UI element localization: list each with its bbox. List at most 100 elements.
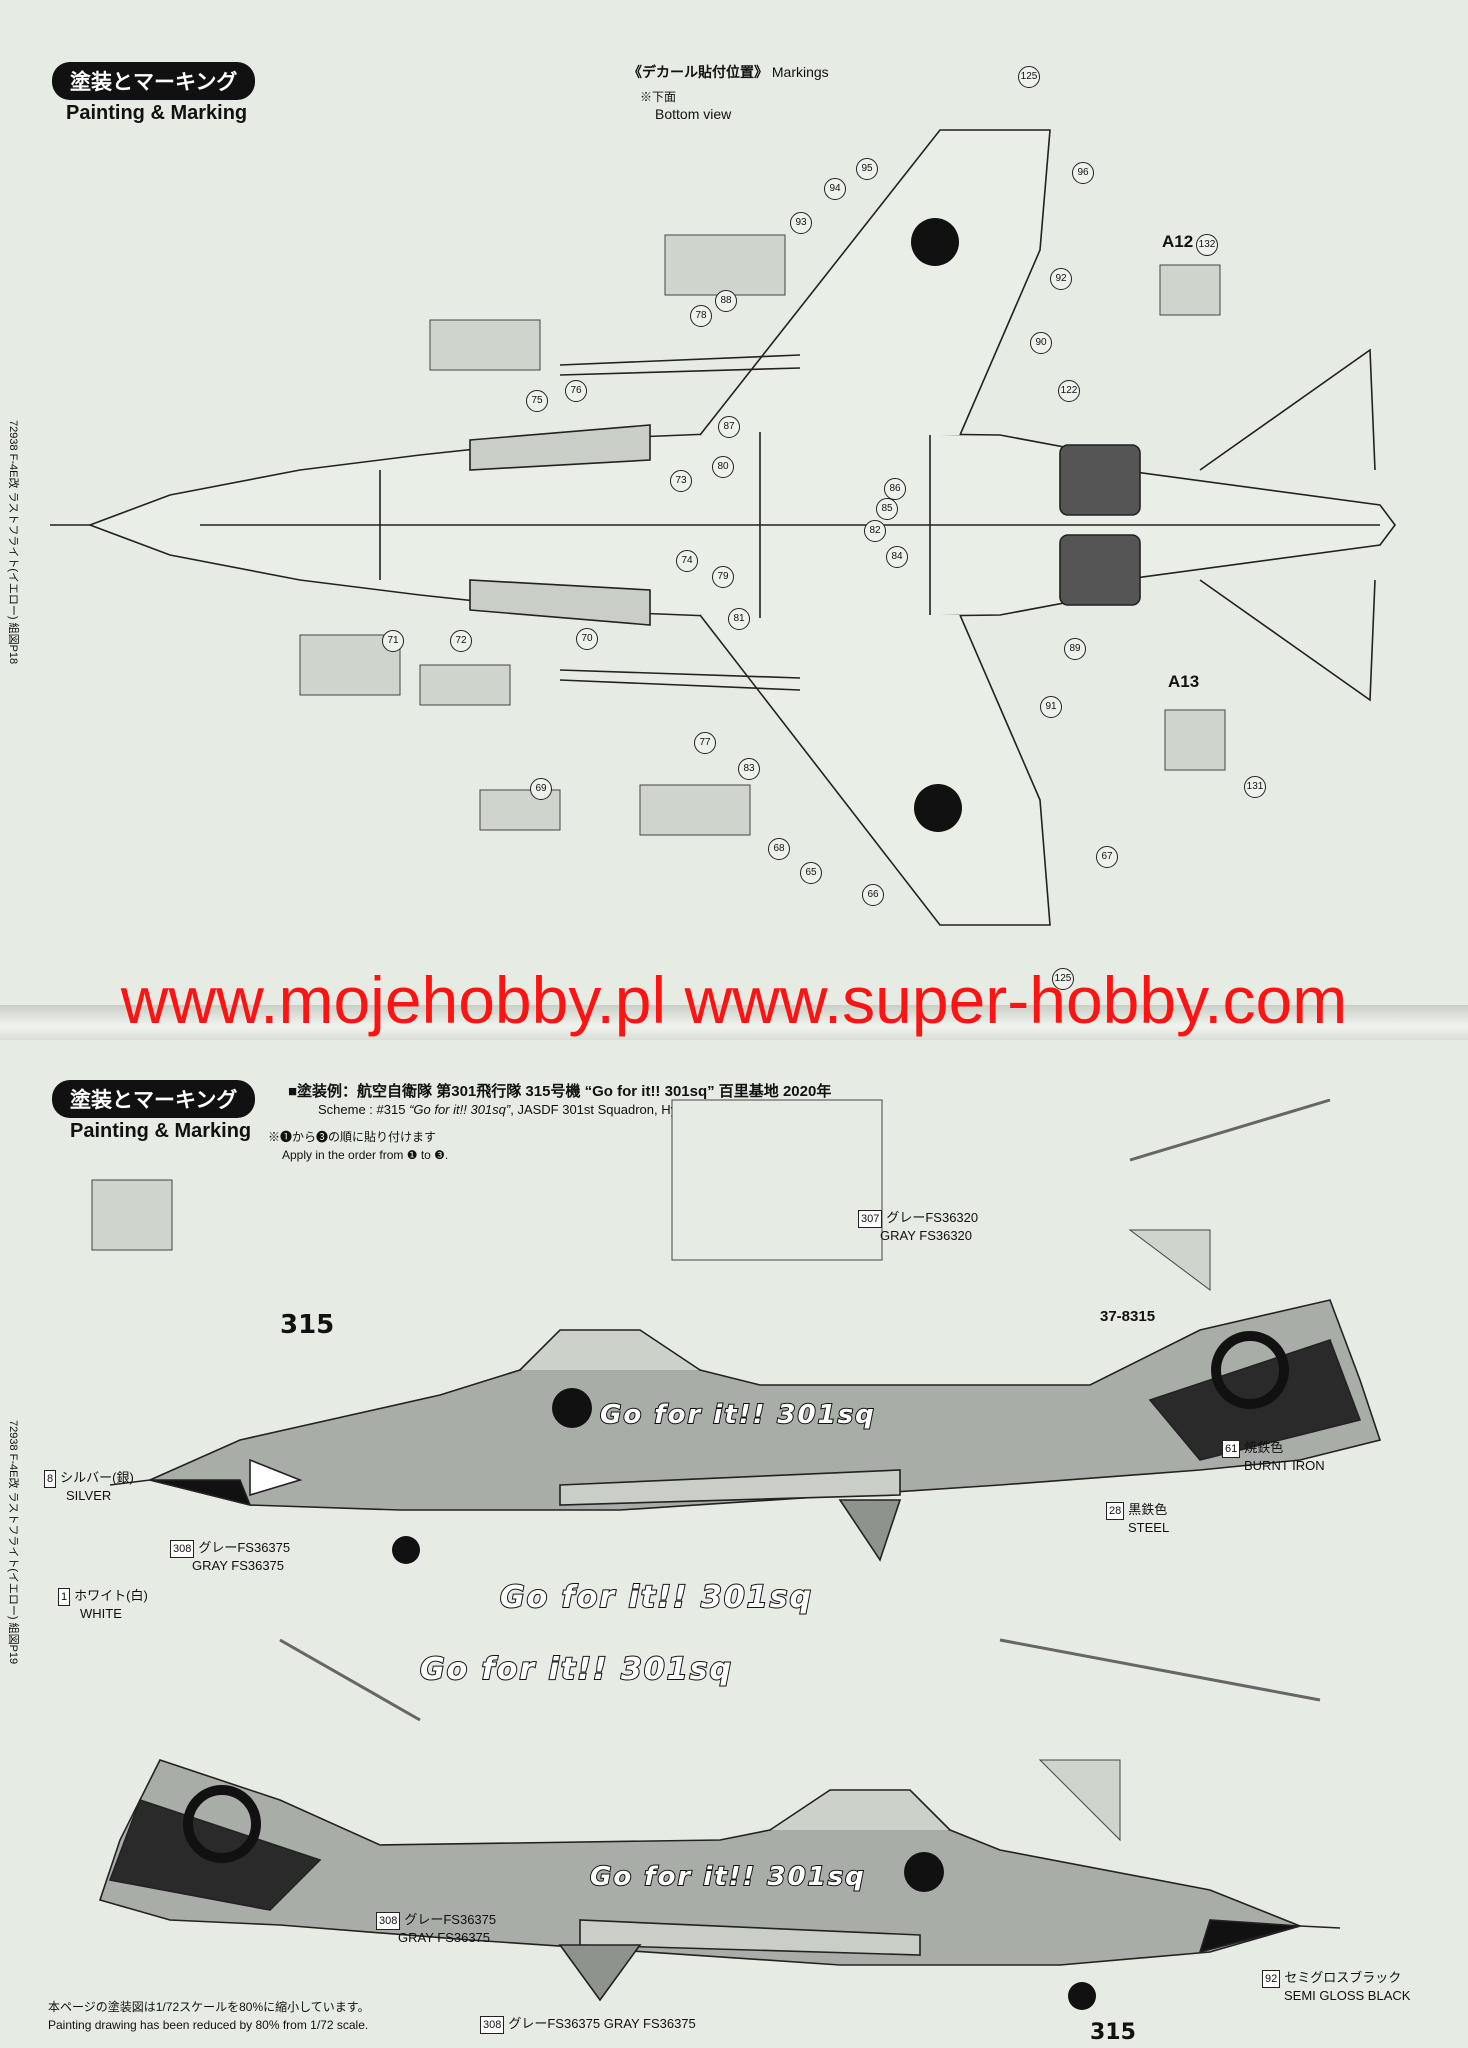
legend-ja: 黒鉄色 [1128, 1502, 1168, 1517]
scale-note-en: Painting drawing has been reduced by 80%… [48, 2018, 369, 2032]
legend-num: 1 [58, 1588, 71, 1606]
roundel-side-upper [552, 1388, 592, 1428]
callout-number: 73 [670, 470, 692, 492]
markings-title-en: Markings [771, 64, 829, 80]
callout-number: 66 [862, 884, 884, 906]
section-title-ja: 塗装とマーキング [52, 62, 256, 100]
callout-number: 70 [576, 628, 598, 650]
scheme-en-prefix: Scheme : #315 [318, 1102, 410, 1117]
legend-ja: グレーFS36375 [404, 1912, 497, 1927]
legend-num: 8 [44, 1470, 57, 1488]
roundel-lower [914, 784, 962, 832]
order-note-ja: ※❶から❸の順に貼り付けます [268, 1130, 437, 1144]
slogan-on-lower-fuselage: Go for it!! 301sq [589, 1861, 866, 1893]
legend-en: BURNT IRON [1244, 1458, 1325, 1473]
legend-ja: ホワイト(白) [74, 1588, 148, 1603]
callout-number: 131 [1244, 776, 1266, 798]
section-title-ja-2: 塗装とマーキング [52, 1080, 256, 1118]
page-fold [0, 1005, 1468, 1040]
legend-en: GRAY FS36375 [192, 1558, 285, 1573]
callout-number: 122 [1058, 380, 1080, 402]
watermark-text: www.mojehobby.pl www.super-hobby.com [120, 963, 1348, 1037]
callout-number: 91 [1040, 696, 1062, 718]
nose-number-decal: 315 [280, 1310, 335, 1340]
legend-en: GRAY FS36375 [603, 2016, 696, 2031]
markings-title: 《デカール貼付位置》 Markings [628, 62, 829, 82]
scheme-en-title: “Go for it!! 301sq” [409, 1102, 511, 1117]
serial-number: 37-8315 [1100, 1308, 1156, 1325]
legend-en: GRAY FS36375 [398, 1930, 491, 1945]
callout-number: 125 [1052, 968, 1074, 990]
callout-number: 85 [876, 498, 898, 520]
bottom-page: 塗装とマーキング Painting & Marking ■塗装例：航空自衛隊 第… [0, 1040, 1468, 2048]
tail-bird-emblem-lower [183, 1785, 261, 1863]
legend-ja: グレーFS36375 [508, 2016, 601, 2031]
legend-ja: グレーFS36320 [886, 1210, 979, 1225]
callout-number: 82 [864, 520, 886, 542]
scheme-line-ja: ■塗装例：航空自衛隊 第301飛行隊 315号機 “Go for it!! 30… [288, 1083, 832, 1100]
bottom-view-aircraft-drawing [50, 129, 1396, 926]
slogan-decal-2: Go for it!! 301sq [419, 1651, 733, 1688]
section-title-en-2: Painting & Marking [70, 1120, 252, 1142]
callout-number: 80 [712, 456, 734, 478]
callout-number: 74 [676, 550, 698, 572]
markings-title-ja: 《デカール貼付位置》 [628, 64, 768, 80]
callout-number: 95 [856, 158, 878, 180]
callout-number: 75 [526, 390, 548, 412]
slogan-decal-1: Go for it!! 301sq [499, 1579, 813, 1616]
legend-num: 308 [480, 2016, 505, 2034]
legend-en: WHITE [80, 1606, 122, 1621]
callout-number: 72 [450, 630, 472, 652]
legend-num: 61 [1222, 1440, 1241, 1458]
callout-number: 65 [800, 862, 822, 884]
view-note-ja: ※下面 [640, 90, 677, 104]
legend-num: 308 [376, 1912, 401, 1930]
callout-number: 76 [565, 380, 587, 402]
slogan-on-upper-fuselage: Go for it!! 301sq [599, 1399, 876, 1431]
callout-number: 87 [718, 416, 740, 438]
callout-number: 84 [886, 546, 908, 568]
callout-number: 81 [728, 608, 750, 630]
legend-num: 92 [1262, 1970, 1281, 1988]
callout-number: 78 [690, 305, 712, 327]
callout-number: 96 [1072, 162, 1094, 184]
callout-number: 94 [824, 178, 846, 200]
callout-number: 68 [768, 838, 790, 860]
legend-en: SILVER [66, 1488, 112, 1503]
scale-note-ja: 本ページの塗装図は1/72スケールを80%に縮小しています。 [48, 2000, 370, 2014]
tail-bird-emblem [1211, 1331, 1289, 1409]
callout-number: 67 [1096, 846, 1118, 868]
nose-number-decal-2: 315 [1090, 2020, 1136, 2045]
panel-label-a12: A12 [1162, 232, 1194, 251]
callout-number: 71 [382, 630, 404, 652]
roundel-side-lower [904, 1852, 944, 1892]
callout-number: 83 [738, 758, 760, 780]
callout-number: 92 [1050, 268, 1072, 290]
legend-ja: グレーFS36375 [198, 1540, 291, 1555]
top-page: 塗装とマーキング Painting & Marking 《デカール貼付位置》 M… [0, 0, 1468, 1005]
legend-ja: セミグロスブラック [1284, 1970, 1402, 1985]
callout-number: 90 [1030, 332, 1052, 354]
legend-num: 308 [170, 1540, 195, 1558]
legend-ja: シルバー(銀) [60, 1470, 134, 1485]
callout-number: 93 [790, 212, 812, 234]
order-note-en: Apply in the order from ❶ to ❸. [282, 1148, 449, 1162]
wheel-lower [1068, 1982, 1096, 2010]
callout-number: 125 [1018, 66, 1040, 88]
section-title-en: Painting & Marking [66, 102, 248, 124]
callout-number: 88 [715, 290, 737, 312]
panel-label-a13: A13 [1168, 672, 1200, 691]
callout-number: 79 [712, 566, 734, 588]
view-note-en: Bottom view [655, 106, 732, 122]
callout-number: 69 [530, 778, 552, 800]
wheel-upper [392, 1536, 420, 1564]
callout-number: 86 [884, 478, 906, 500]
